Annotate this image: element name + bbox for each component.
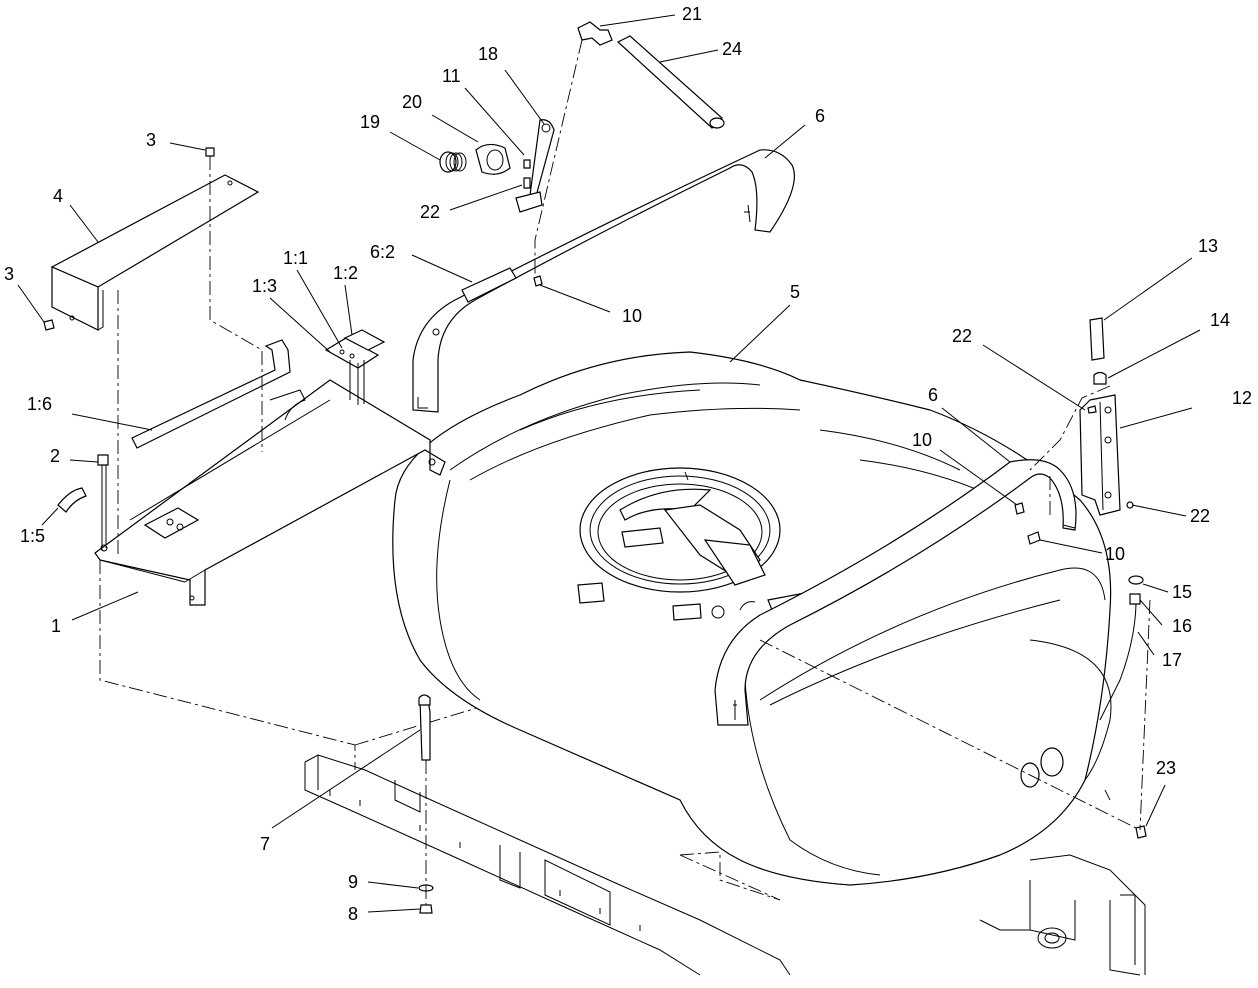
callout-14: 14 [1210,310,1230,330]
callout-1-6: 1:6 [27,394,52,414]
callout-23: 23 [1156,758,1176,778]
fasteners [43,21,1147,914]
callout-6-2: 6:2 [370,242,395,262]
callout-3-left: 3 [4,264,14,284]
callout-13: 13 [1198,236,1218,256]
callout-labels: 21 24 18 11 20 19 6 3 4 22 3 1:1 1:2 1:3… [4,4,1252,924]
callout-4: 4 [53,186,63,206]
tank-strap-rear [412,149,795,413]
handle-bar [131,339,291,449]
callout-1-2: 1:2 [333,263,358,283]
callout-5: 5 [790,282,800,302]
mount-plate [94,379,446,606]
callout-8: 8 [348,904,358,924]
callout-15: 15 [1172,582,1192,602]
callout-3-top: 3 [146,130,156,150]
tank-strap-front [714,459,1077,726]
callout-22-right-top: 22 [952,326,972,346]
callout-1: 1 [51,616,61,636]
cover-bracket [50,174,260,331]
callout-22-top: 22 [420,202,440,222]
callout-20: 20 [402,92,422,112]
callout-1-3: 1:3 [252,276,277,296]
callout-6-right: 6 [928,385,938,405]
tank [392,351,1112,886]
callout-7: 7 [260,834,270,854]
leader-lines [17,14,1201,913]
callout-21: 21 [682,4,702,24]
callout-9: 9 [348,872,358,892]
callout-19: 19 [360,112,380,132]
callout-1-5: 1:5 [20,526,45,546]
callout-24: 24 [722,39,742,59]
callout-10-lower: 10 [1105,544,1125,564]
callout-12: 12 [1232,388,1252,408]
callout-18: 18 [478,44,498,64]
callout-11: 11 [442,66,461,86]
callout-2: 2 [50,446,60,466]
callout-17: 17 [1162,650,1182,670]
callout-6-top: 6 [815,106,825,126]
centerlines [117,39,1151,905]
callout-1-1: 1:1 [283,248,308,268]
callout-10-right: 10 [912,430,932,450]
callout-10-top: 10 [622,306,642,326]
callout-16: 16 [1172,616,1192,636]
callout-22-right: 22 [1190,506,1210,526]
